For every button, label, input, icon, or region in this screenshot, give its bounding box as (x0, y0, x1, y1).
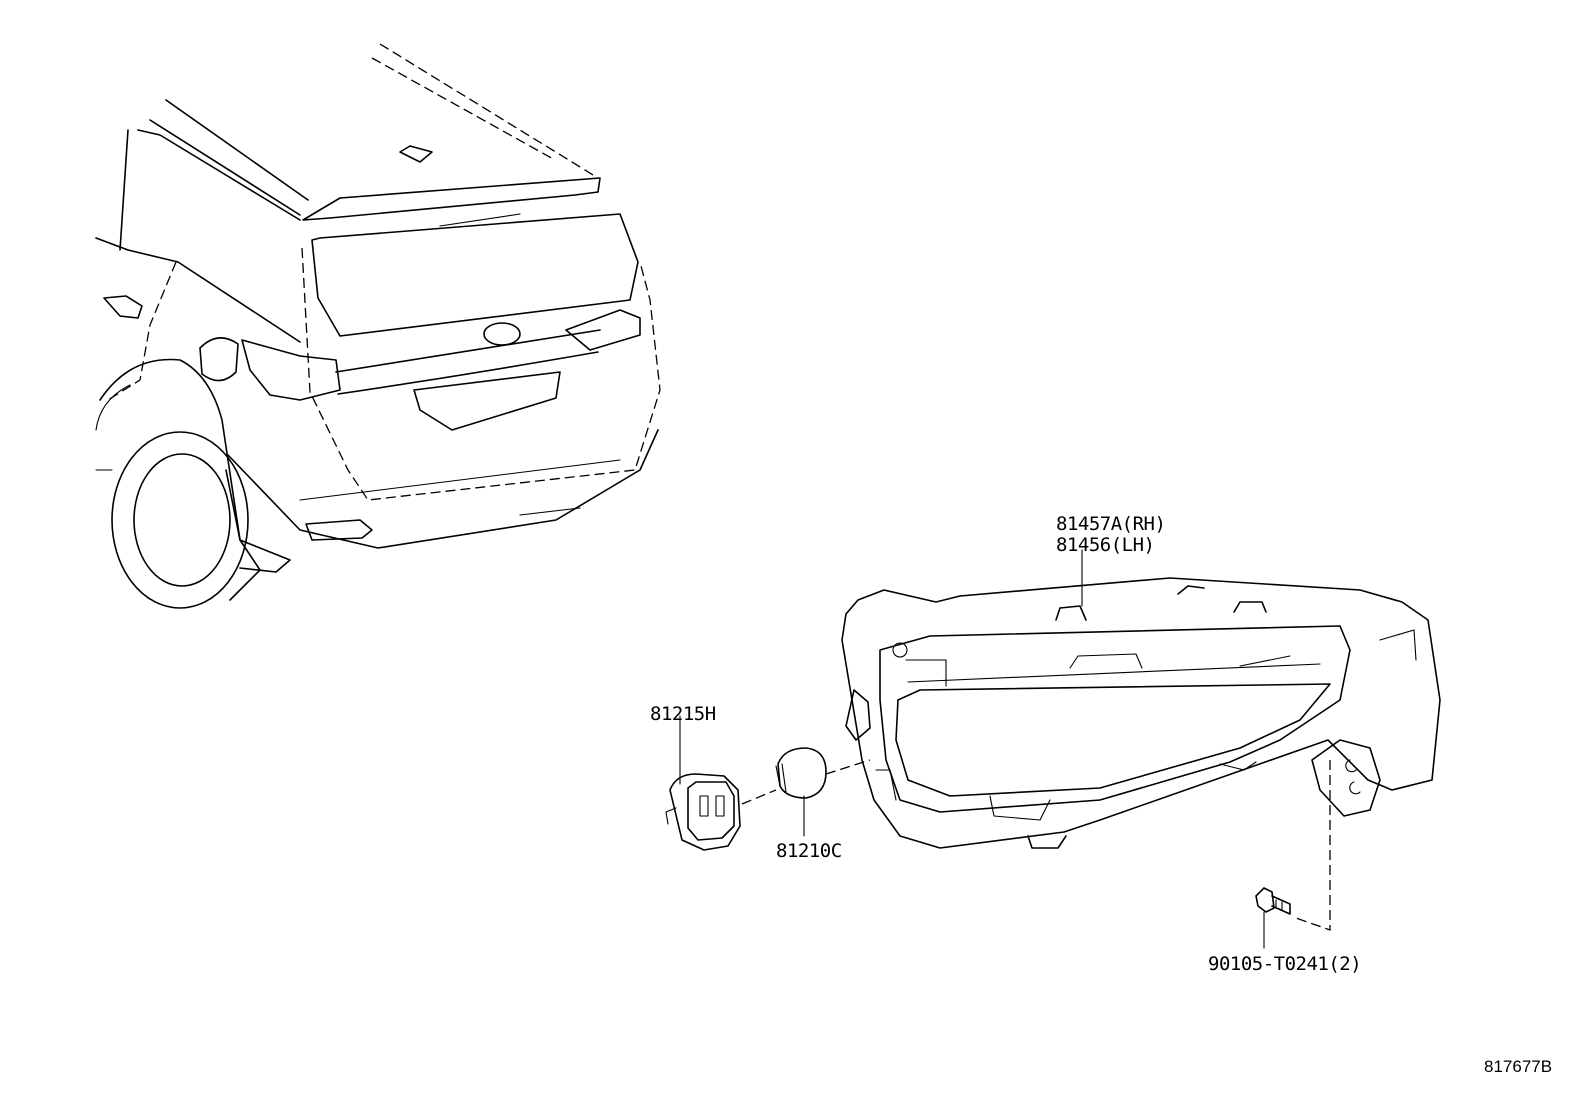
bulb-part (775, 747, 827, 799)
reflex-reflector-assembly (841, 577, 1441, 849)
bolt-part (1255, 887, 1291, 915)
leader-lines (679, 549, 1265, 949)
part-label-90105-t0241: 90105-T0241(2) (1208, 953, 1361, 975)
part-label-81457a-rh: 81457A(RH) (1056, 513, 1165, 535)
socket-part (665, 773, 741, 851)
part-label-81456-lh: 81456(LH) (1056, 534, 1154, 556)
vehicle-illustration (95, 43, 661, 609)
diagram-ref-code: 817677B (1484, 1057, 1552, 1076)
assembly-lines (741, 759, 1331, 931)
part-label-81210c: 81210C (776, 840, 842, 862)
part-labels: 81457A(RH) 81456(LH) 81215H 81210C 90105… (650, 513, 1552, 1076)
part-label-81215h: 81215H (650, 703, 716, 725)
